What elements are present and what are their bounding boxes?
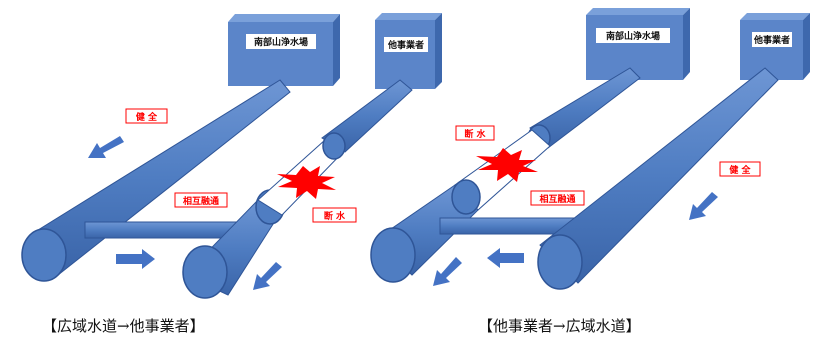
- svg-text:断 水: 断 水: [464, 128, 486, 140]
- svg-text:断 水: 断 水: [324, 210, 346, 222]
- label-interchange: 相互融通: [174, 192, 228, 208]
- pipe-break-burst-icon: [476, 148, 538, 182]
- other-pipe-upper: [321, 79, 413, 160]
- label-interchange: 相互融通: [530, 190, 585, 206]
- flow-arrow-icon: [433, 257, 462, 286]
- label-cutoff: 断 水: [312, 207, 357, 223]
- label-healthy: 健 全: [125, 108, 168, 124]
- panel-left: 南部山浄水場 他事業者: [21, 13, 442, 335]
- facility-label: 他事業者: [753, 34, 790, 46]
- svg-text:相互融通: 相互融通: [539, 193, 575, 205]
- label-cutoff: 断 水: [455, 125, 495, 141]
- svg-text:相互融通: 相互融通: [183, 195, 219, 207]
- facility-box-other-utility: 他事業者: [375, 13, 442, 89]
- caption-left: 【広域水道→他事業者】: [42, 317, 205, 335]
- caption-right: 【他事業者→広域水道】: [478, 317, 641, 335]
- facility-box-nanbuyama: 南部山浄水場: [586, 8, 690, 80]
- pipe-break-burst-icon: [277, 166, 336, 199]
- flow-arrow-icon: [88, 136, 124, 158]
- flow-arrow-icon: [487, 248, 524, 268]
- interchange-pipe: [84, 221, 241, 239]
- flow-arrow-icon: [116, 249, 155, 269]
- other-pipe: [537, 67, 779, 290]
- flow-arrow-icon: [689, 192, 718, 220]
- panel-right: 南部山浄水場 他事業者: [370, 8, 810, 335]
- main-pipe-upper: [527, 67, 641, 152]
- label-healthy: 健 全: [719, 161, 761, 177]
- facility-label: 他事業者: [387, 39, 424, 51]
- facility-box-nanbuyama: 南部山浄水場: [228, 14, 340, 86]
- main-pipe-lower: [370, 179, 481, 283]
- facility-label: 南部山浄水場: [606, 30, 660, 42]
- svg-text:健 全: 健 全: [136, 111, 158, 123]
- facility-box-other-utility: 他事業者: [740, 13, 810, 80]
- flow-arrow-icon: [253, 262, 282, 290]
- svg-text:健 全: 健 全: [729, 164, 751, 176]
- facility-label: 南部山浄水場: [254, 36, 308, 48]
